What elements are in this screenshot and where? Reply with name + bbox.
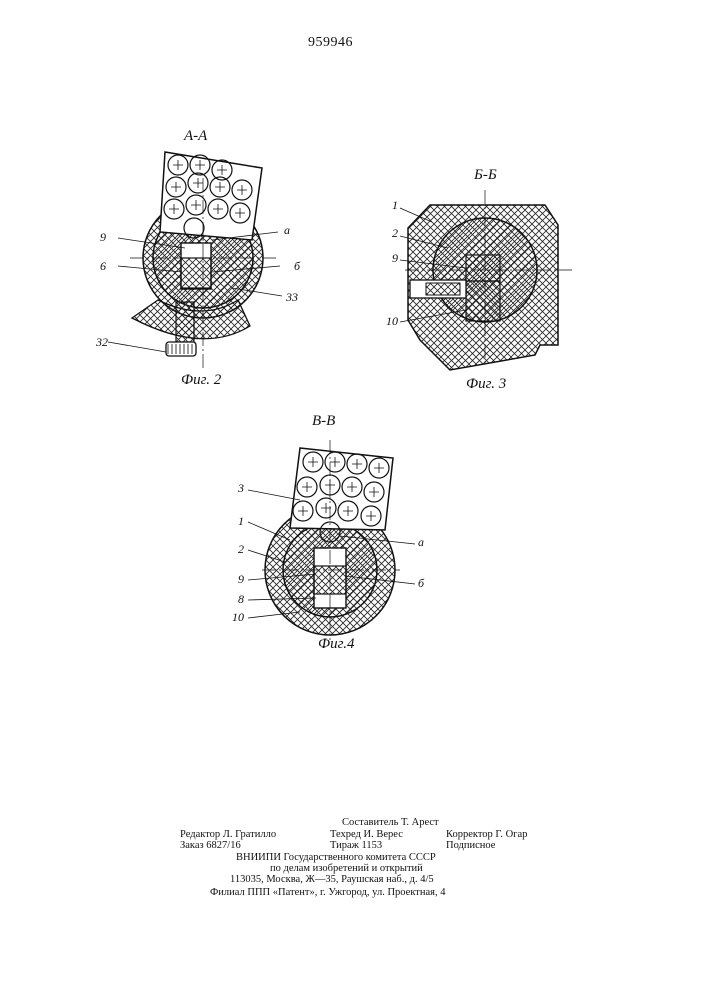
- fig4-section-title: В-В: [312, 413, 335, 430]
- fig3-label-10: 10: [386, 314, 398, 329]
- footer-corrector: Корректор Г. Огар: [446, 829, 527, 840]
- fig2-label-6: 6: [100, 259, 106, 274]
- fig4-label-2: 2: [238, 542, 244, 557]
- fig2-caption: Фиг. 2: [181, 372, 221, 389]
- fig2-label-a: а: [284, 223, 290, 238]
- fig4-caption: Фиг.4: [318, 636, 354, 653]
- footer-org-line2: по делам изобретений и открытий: [270, 863, 423, 874]
- footer-compiler: Составитель Т. Арест: [342, 817, 439, 828]
- fig4-label-9: 9: [238, 572, 244, 587]
- fig2-label-9: 9: [100, 230, 106, 245]
- fig2-section-title: А-А: [184, 128, 207, 145]
- figure-4: [248, 440, 415, 640]
- fig3-label-1: 1: [392, 198, 398, 213]
- fig4-label-3: 3: [238, 481, 244, 496]
- fig2-label-b: б: [294, 259, 300, 274]
- fig3-caption: Фиг. 3: [466, 376, 506, 393]
- footer-org-line1: ВНИИПИ Государственного комитета СССР: [236, 852, 436, 863]
- fig3-label-2: 2: [392, 226, 398, 241]
- fig2-label-33: 33: [286, 290, 298, 305]
- footer-techred: Техред И. Верес: [330, 829, 403, 840]
- fig4-label-1: 1: [238, 514, 244, 529]
- fig3-label-9: 9: [392, 251, 398, 266]
- figure-3: [400, 190, 572, 370]
- fig4-label-8: 8: [238, 592, 244, 607]
- footer-editor: Редактор Л. Гратилло: [180, 829, 276, 840]
- footer-org-line3: 113035, Москва, Ж—35, Раушская наб., д. …: [230, 874, 434, 885]
- footer-order: Заказ 6827/16: [180, 840, 241, 851]
- fig4-label-a: а: [418, 535, 424, 550]
- fig4-label-10: 10: [232, 610, 244, 625]
- fig3-section-title: Б-Б: [474, 167, 497, 184]
- footer-branch: Филиал ППП «Патент», г. Ужгород, ул. Про…: [210, 887, 445, 898]
- fig2-label-32: 32: [96, 335, 108, 350]
- footer-subscription: Подписное: [446, 840, 495, 851]
- footer-circulation: Тираж 1153: [330, 840, 382, 851]
- figure-2: [108, 152, 282, 370]
- fig4-label-b: б: [418, 576, 424, 591]
